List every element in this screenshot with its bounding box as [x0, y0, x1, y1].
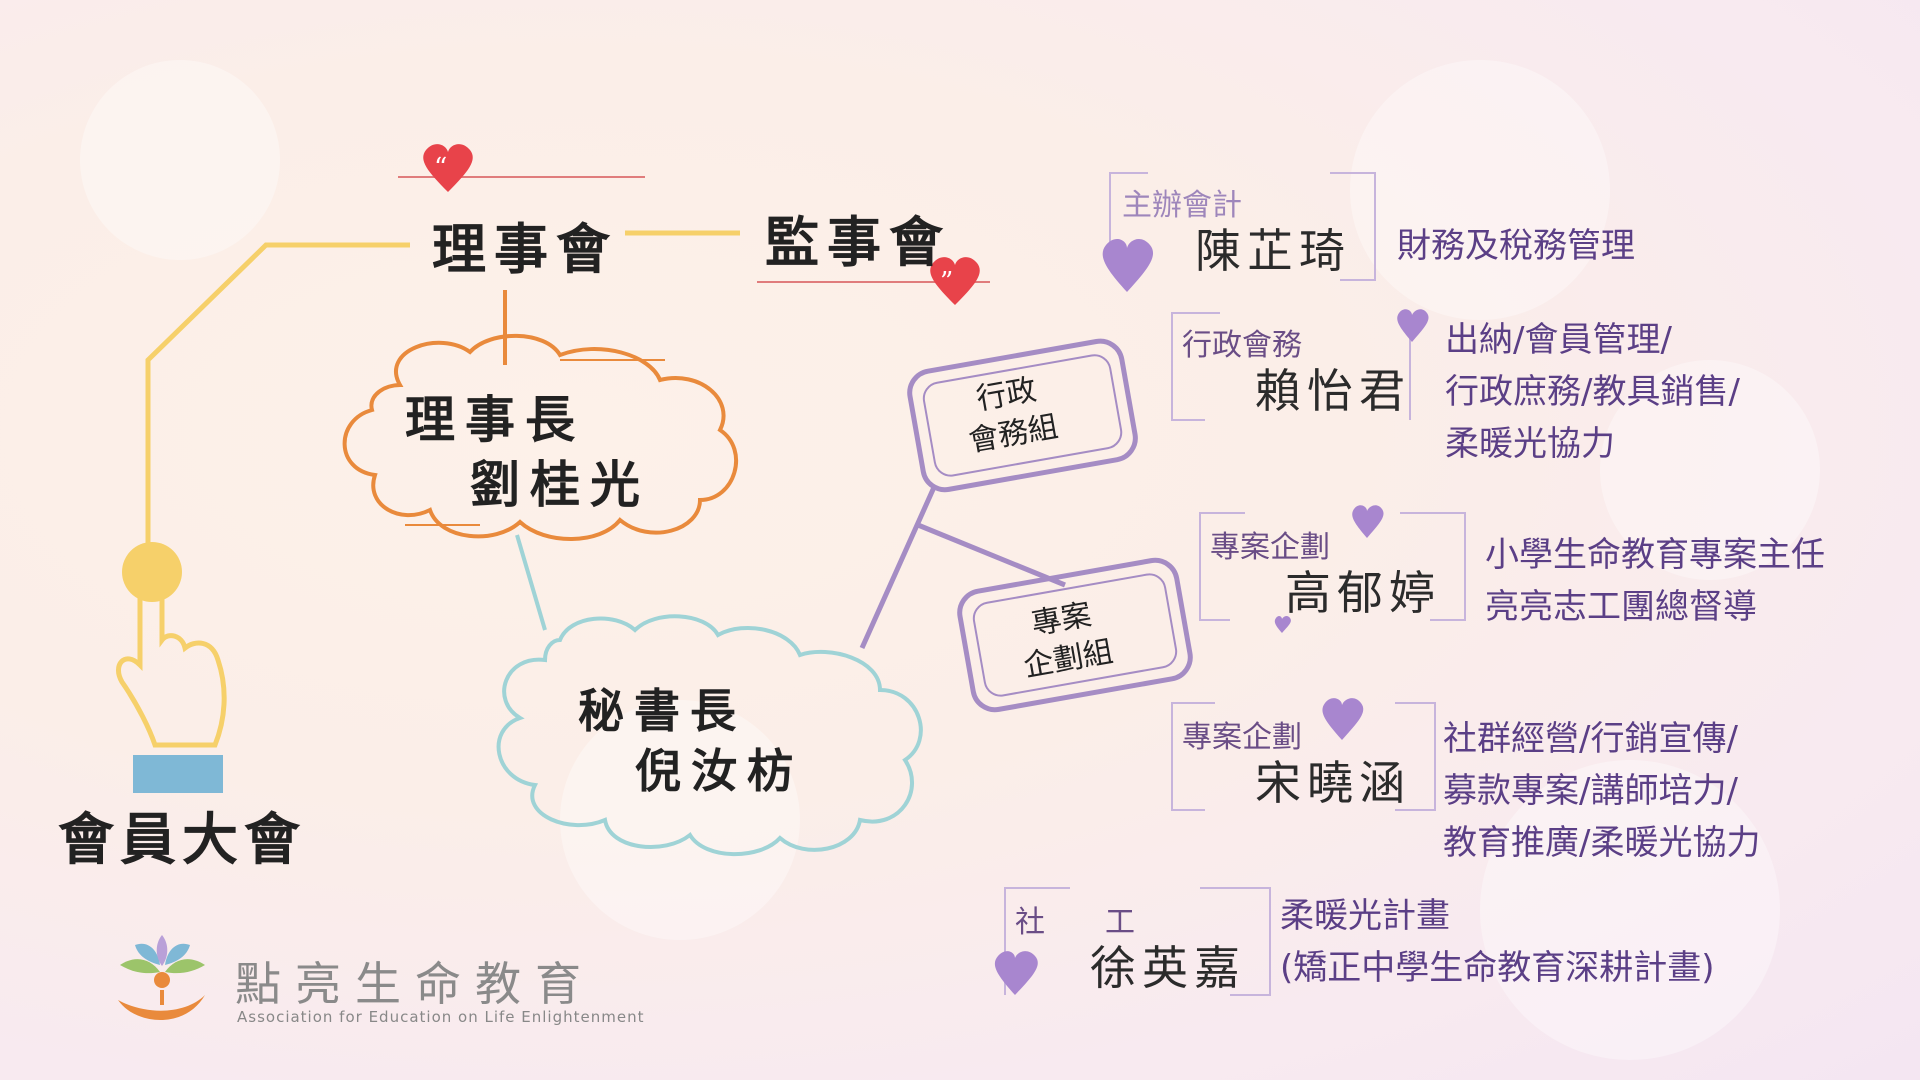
project-group-label: 專案 企劃組 [1014, 593, 1117, 687]
staff-name: 賴怡君 [1255, 364, 1411, 418]
chairman-cloud [342, 333, 738, 541]
svg-text:“: “ [434, 153, 447, 183]
staff-role: 行政會務 [1182, 328, 1302, 363]
groups-branch [917, 522, 1066, 588]
secretary-cloud [496, 614, 923, 857]
supervisor-label: 監事會 [765, 210, 951, 274]
staff-role: 專案企劃 [1210, 530, 1330, 565]
staff-duty: 柔暖光協力 [1445, 424, 1615, 464]
admin-group-frame [907, 338, 1138, 493]
project-group-frame [957, 557, 1193, 713]
admin-group-label: 行政 會務組 [959, 368, 1062, 462]
logo-name-cn: 點亮生命教育 [235, 957, 595, 1011]
chairman-secretary-connector [515, 534, 547, 631]
logo-icon [118, 935, 205, 1020]
staff-role: 專案企劃 [1182, 720, 1302, 755]
staff-name: 宋曉涵 [1255, 756, 1411, 810]
staff-duty: 募款專案/講師培力/ [1443, 771, 1738, 811]
staff-duty: 亮亮志工團總督導 [1485, 587, 1757, 627]
purple-heart-icons [994, 238, 1429, 995]
staff-duty: 社群經營/行銷宣傳/ [1443, 719, 1738, 759]
staff-duty: 小學生命教育專案主任 [1485, 535, 1825, 575]
assembly-board-connector [145, 242, 410, 555]
staff-name: 徐英嘉 [1090, 941, 1246, 995]
staff-duty: 柔暖光計畫 [1280, 896, 1450, 936]
svg-text:”: ” [940, 267, 953, 297]
pointing-hand-icon [116, 542, 227, 793]
chairman-title: 理事長 [405, 390, 585, 449]
general-assembly-label: 會員大會 [58, 807, 306, 873]
secretary-groups-connector [859, 483, 938, 650]
staff-role: 主辦會計 [1122, 188, 1242, 223]
logo-name-en: Association for Education on Life Enligh… [237, 1008, 645, 1026]
staff-duty: 行政庶務/教具銷售/ [1445, 372, 1740, 412]
staff-duty: (矯正中學生命教育深耕計畫) [1280, 948, 1715, 988]
secretary-title: 秘書長 [578, 684, 746, 738]
quote-heart-icon: ” [930, 257, 980, 305]
staff-name: 高郁婷 [1285, 566, 1441, 620]
staff-duty: 財務及稅務管理 [1397, 226, 1635, 266]
staff-role: 社 工 [1015, 905, 1135, 940]
staff-duty: 出納/會員管理/ [1445, 320, 1672, 360]
staff-name: 陳芷琦 [1195, 224, 1351, 278]
staff-duty: 教育推廣/柔暖光協力 [1443, 823, 1761, 863]
board-label: 理事會 [432, 217, 618, 281]
quote-heart-icon: “ [423, 144, 473, 192]
chairman-name: 劉桂光 [470, 455, 650, 514]
secretary-name: 倪汝枋 [635, 744, 803, 798]
